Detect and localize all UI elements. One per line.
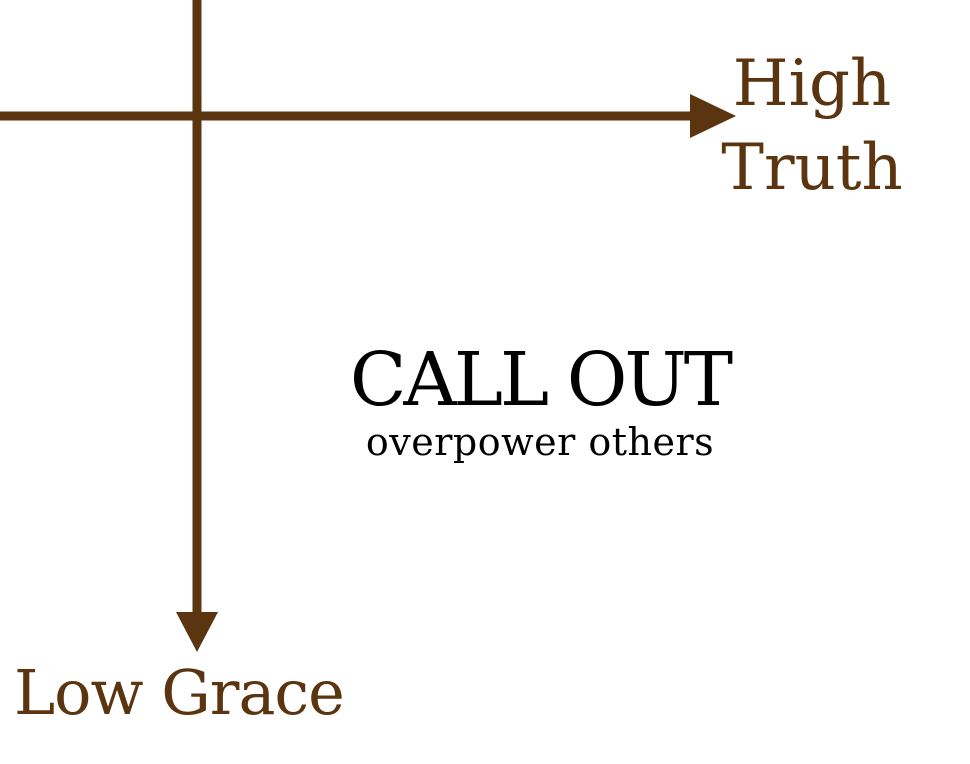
y-axis-label: Low Grace <box>14 656 345 729</box>
x-axis-label: High Truth <box>712 42 912 210</box>
x-axis-arrowhead <box>690 94 736 138</box>
x-axis-label-line2: Truth <box>721 131 903 205</box>
quadrant-title: CALL OUT <box>349 337 733 423</box>
y-axis-arrowhead <box>176 612 218 652</box>
x-axis-label-line1: High <box>732 47 892 121</box>
quadrant-subtitle: overpower others <box>365 420 715 464</box>
quadrant-label: CALL OUT overpower others <box>300 338 780 462</box>
